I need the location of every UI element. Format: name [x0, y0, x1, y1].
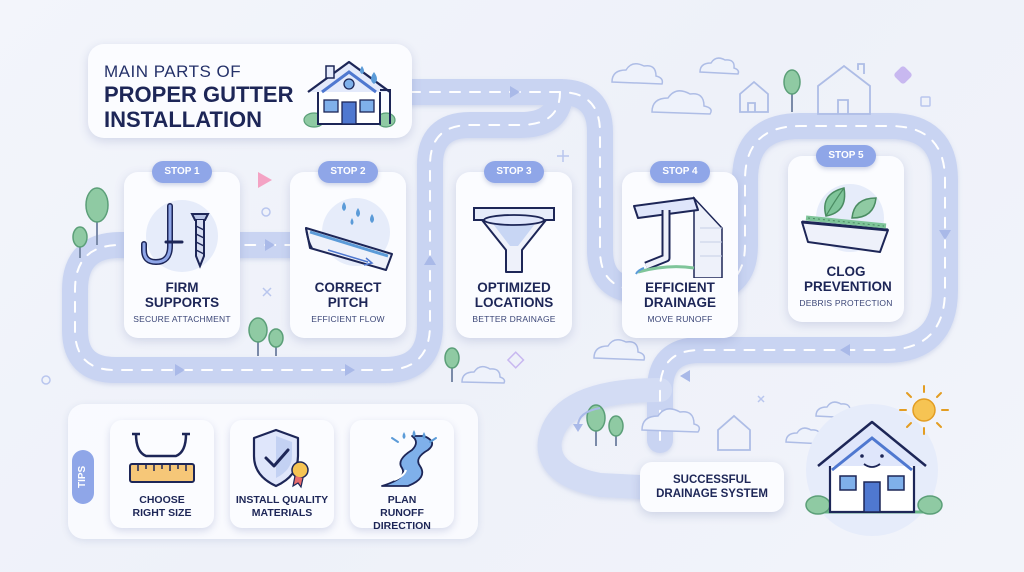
tip-text-1: CHOOSE RIGHT SIZE — [132, 494, 192, 519]
tip-card-1: CHOOSE RIGHT SIZE — [110, 420, 214, 528]
success-card: SUCCESSFUL DRAINAGE SYSTEM — [640, 462, 784, 512]
stop-card-3: STOP 3 OPTIMIZED LOCATIONS BETTER DRAINA… — [456, 161, 572, 338]
title-line-1: MAIN PARTS OF — [104, 62, 242, 81]
sun-icon — [899, 385, 949, 435]
house-gutter-icon — [303, 60, 396, 128]
stop-title-5: CLOG PREVENTION — [804, 264, 892, 294]
hanger-and-screw-icon — [141, 200, 218, 272]
gutter-ruler-icon — [129, 432, 195, 483]
stop-title-2: CORRECT PITCH — [314, 280, 382, 310]
clouds — [461, 57, 856, 445]
stop-card-2: STOP 2 CORRECT PITCH EFFICIENT FLOW — [290, 161, 406, 338]
tip-card-2: INSTALL QUALITY MATERIALS — [230, 420, 334, 528]
title-card: MAIN PARTS OF PROPER GUTTER INSTALLATION — [88, 44, 412, 138]
stop-subtitle-2: EFFICIENT FLOW — [311, 314, 385, 324]
gutter-guard-leaf-icon — [801, 184, 889, 253]
downspout-icon — [633, 196, 723, 278]
decorations — [41, 66, 931, 403]
stop-badge-5: STOP 5 — [816, 145, 876, 167]
stop-subtitle-1: SECURE ATTACHMENT — [133, 314, 231, 324]
stop-card-4: STOP 4 EFFICIENT DRAINAGE MOVE RUNOFF — [622, 161, 738, 338]
tip-text-2: INSTALL QUALITY MATERIALS — [235, 494, 329, 519]
stop-badge-2: STOP 2 — [318, 161, 378, 183]
stop-subtitle-4: MOVE RUNOFF — [647, 314, 713, 324]
stop-card-1: STOP 1 FIRM SUPPORTS SECURE ATTACHMENT — [124, 161, 240, 338]
stop-title-3: OPTIMIZED LOCATIONS — [474, 280, 554, 310]
stop-badge-3: STOP 3 — [484, 161, 544, 183]
stop-subtitle-3: BETTER DRAINAGE — [472, 314, 556, 324]
shield-check-icon — [252, 428, 309, 489]
success-text: SUCCESSFUL DRAINAGE SYSTEM — [656, 474, 768, 500]
sloped-gutter-icon — [305, 198, 393, 271]
final-house-illustration — [805, 385, 949, 536]
tips-tab — [72, 450, 94, 504]
stop-badge-1: STOP 1 — [152, 161, 212, 183]
stop-card-5: STOP 5 CLOG PREVENTION DEBRIS PROTECTION — [788, 145, 904, 322]
road-segment-lower — [537, 378, 672, 499]
tip-text-3: PLAN RUNOFF DIRECTION — [373, 494, 431, 532]
water-stream-icon — [381, 430, 437, 487]
tip-card-3: PLAN RUNOFF DIRECTION — [350, 420, 454, 532]
stop-badge-4: STOP 4 — [650, 161, 710, 183]
direction-arrows — [175, 86, 951, 382]
background-houses — [717, 63, 871, 451]
funnel-outlet-icon — [473, 207, 555, 273]
tips-label: TIPS — [77, 465, 88, 489]
trees — [72, 69, 801, 446]
title-line-2: PROPER GUTTER INSTALLATION — [104, 82, 294, 132]
stop-title-1: FIRM SUPPORTS — [144, 280, 220, 310]
stop-subtitle-5: DEBRIS PROTECTION — [799, 298, 893, 308]
stop-title-4: EFFICIENT DRAINAGE — [643, 280, 716, 310]
